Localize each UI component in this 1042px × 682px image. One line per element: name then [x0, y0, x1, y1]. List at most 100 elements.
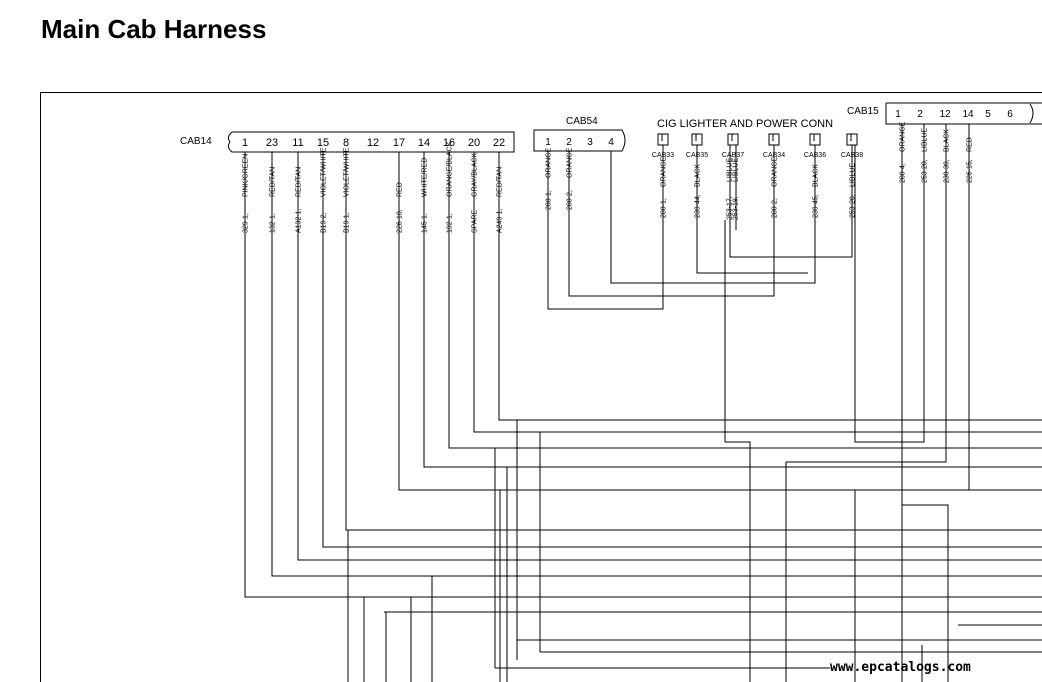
- wire-label: ORANGE: [772, 156, 779, 187]
- wire-label: LIBLUE: [850, 163, 857, 187]
- wire-label: 239-39,: [944, 159, 951, 183]
- wire-label: VIOLET/WHITE: [344, 147, 351, 197]
- cab14-pin: 16: [443, 137, 455, 149]
- wire-trace: [610, 145, 816, 284]
- wire-trace: [547, 145, 664, 310]
- wire-trace: [345, 152, 1042, 531]
- wire-trace: [423, 152, 1042, 468]
- cab54-pin: 3: [587, 137, 593, 148]
- cab15-body-end: [1029, 103, 1034, 124]
- cab14-pin: 8: [343, 137, 349, 149]
- wire-trace: [696, 145, 808, 274]
- small-connector-body: [727, 133, 739, 146]
- cab14-pin: 23: [266, 137, 278, 149]
- cab14-pin: 20: [468, 137, 480, 149]
- small-connector-body: [846, 133, 858, 146]
- wire-label: B19-2,: [321, 212, 328, 233]
- cab14-pin: 15: [317, 137, 329, 149]
- cab54-pin: 1: [545, 137, 551, 148]
- cab54-pin: 4: [608, 137, 614, 148]
- wire-label: VIOLET/WHITE: [321, 147, 328, 197]
- wire-label: A132-1,: [296, 208, 303, 233]
- wire-trace: [855, 124, 970, 491]
- wire-label: 280-2,: [772, 198, 779, 218]
- cab15-pin: 5: [985, 109, 991, 120]
- cab15-label: CAB15: [847, 106, 879, 117]
- diagram-frame: [40, 92, 1042, 682]
- wire-trace: [297, 152, 1042, 561]
- cab15-body: [885, 102, 1042, 125]
- cab14-label: CAB14: [180, 136, 212, 147]
- wire-label: PINK/GREEN: [243, 154, 250, 197]
- wire-trace: [271, 152, 1042, 577]
- wire-label: ORANGE/BLACK: [447, 141, 454, 197]
- cab54-body: [533, 129, 626, 152]
- cab14-pin: 12: [367, 137, 379, 149]
- page-title: Main Cab Harness: [41, 14, 267, 44]
- small-connector: CAB37: [722, 133, 744, 159]
- wire-trace: [568, 145, 775, 297]
- wire-trace: [498, 152, 1042, 421]
- cab15-pin: 6: [1007, 109, 1013, 120]
- wire-label: GRAY/BLACK: [472, 152, 479, 197]
- wire-label: 253-20,: [850, 194, 857, 218]
- cab15-pin: 12: [939, 109, 951, 120]
- wire-label: LIBLUE: [922, 128, 929, 152]
- wire-label: 329-1,: [243, 213, 250, 233]
- small-connector-body: [657, 133, 669, 146]
- wire-label: RED/TAN: [296, 167, 303, 197]
- wire-label: 280-2,: [567, 190, 574, 210]
- cab14-pin: 1: [242, 137, 248, 149]
- wire-trace: [729, 145, 853, 258]
- wire-trace: [724, 220, 751, 682]
- wire-label: 280-1,: [661, 198, 668, 218]
- wire-label: 253-20,: [922, 159, 929, 183]
- wire-trace: [244, 152, 1042, 598]
- wire-label: RED: [397, 182, 404, 197]
- cab14-body: [227, 131, 515, 153]
- wire-label: ORANGE: [900, 121, 907, 152]
- small-connector-label: CAB37: [722, 152, 744, 159]
- small-connector-body: [691, 133, 703, 146]
- wire-trace: [322, 152, 1042, 548]
- cig-lighter-title: CIG LIGHTER AND POWER CONN: [657, 118, 833, 130]
- wire-label: 145-1,: [422, 213, 429, 233]
- cab15-pin: 1: [895, 109, 901, 120]
- wire-label: 226-15,: [967, 159, 974, 183]
- cab15-pin: 2: [917, 109, 923, 120]
- wire-label: 239-44,: [695, 194, 702, 218]
- wire-label: ORANGE: [567, 147, 574, 178]
- cab15-pin: 14: [962, 109, 974, 120]
- cab14-pin: 11: [292, 137, 303, 149]
- wire-trace: [448, 152, 1042, 449]
- wire-label: 280-4,: [900, 163, 907, 183]
- wire-label: ORANGE: [661, 156, 668, 187]
- wire-label: A249-1,: [497, 208, 504, 233]
- wire-label: 192-1,: [447, 213, 454, 233]
- wire-label: WHITE/RED: [422, 158, 429, 197]
- wire-trace: [473, 152, 1042, 433]
- wire-label: ORANGE: [546, 147, 553, 178]
- cab14-pin: 17: [393, 137, 405, 149]
- wire-label: 132-1,: [270, 213, 277, 233]
- wire-label: 280-1,: [546, 190, 553, 210]
- cab54-label: CAB54: [566, 116, 598, 127]
- wire-trace: [854, 124, 925, 443]
- wires: [244, 124, 1042, 682]
- wire-label: SPARE: [472, 209, 479, 233]
- wire-label: RED/TAN: [270, 167, 277, 197]
- wire-label: 226-10,: [397, 209, 404, 233]
- wire-label: BLACK: [944, 129, 951, 152]
- cab14-pin: 14: [418, 137, 430, 149]
- small-connector-body: [809, 133, 821, 146]
- wire-label: 239-45,: [813, 194, 820, 218]
- wire-trace: [901, 124, 949, 682]
- small-connector-body: [768, 133, 780, 146]
